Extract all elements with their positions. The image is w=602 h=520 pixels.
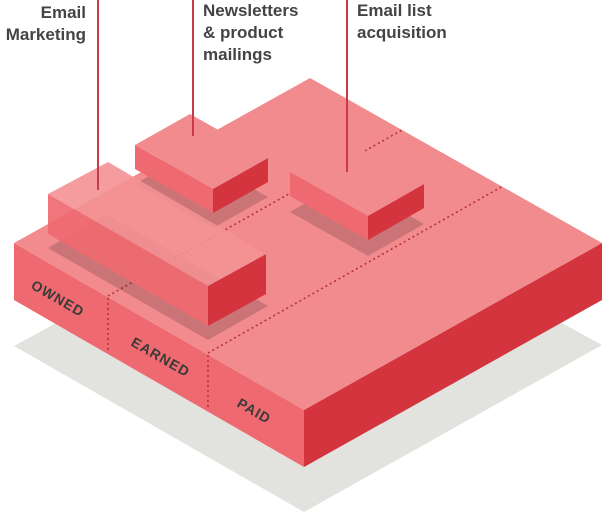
callout-email-marketing: Email Marketing [0, 2, 86, 46]
platform-top-face [14, 78, 602, 410]
callout-text: Email [40, 3, 86, 22]
box-email-marketing [48, 162, 266, 326]
callout-email-list: Email list acquisition [357, 0, 447, 44]
callout-text: Newsletters [203, 1, 299, 20]
callout-text: acquisition [357, 23, 447, 42]
box-newsletters [135, 114, 268, 213]
earned-paid-divider [207, 185, 504, 354]
callout-text: Marketing [5, 25, 86, 44]
platform-front-face [14, 243, 304, 467]
callout-newsletters: Newsletters & product mailings [203, 0, 298, 66]
callout-text: & product [203, 23, 284, 42]
callout-text: Email list [357, 1, 432, 20]
callout-text: mailings [203, 45, 272, 64]
box-email-list [290, 140, 424, 240]
platform-right-face [304, 243, 602, 467]
